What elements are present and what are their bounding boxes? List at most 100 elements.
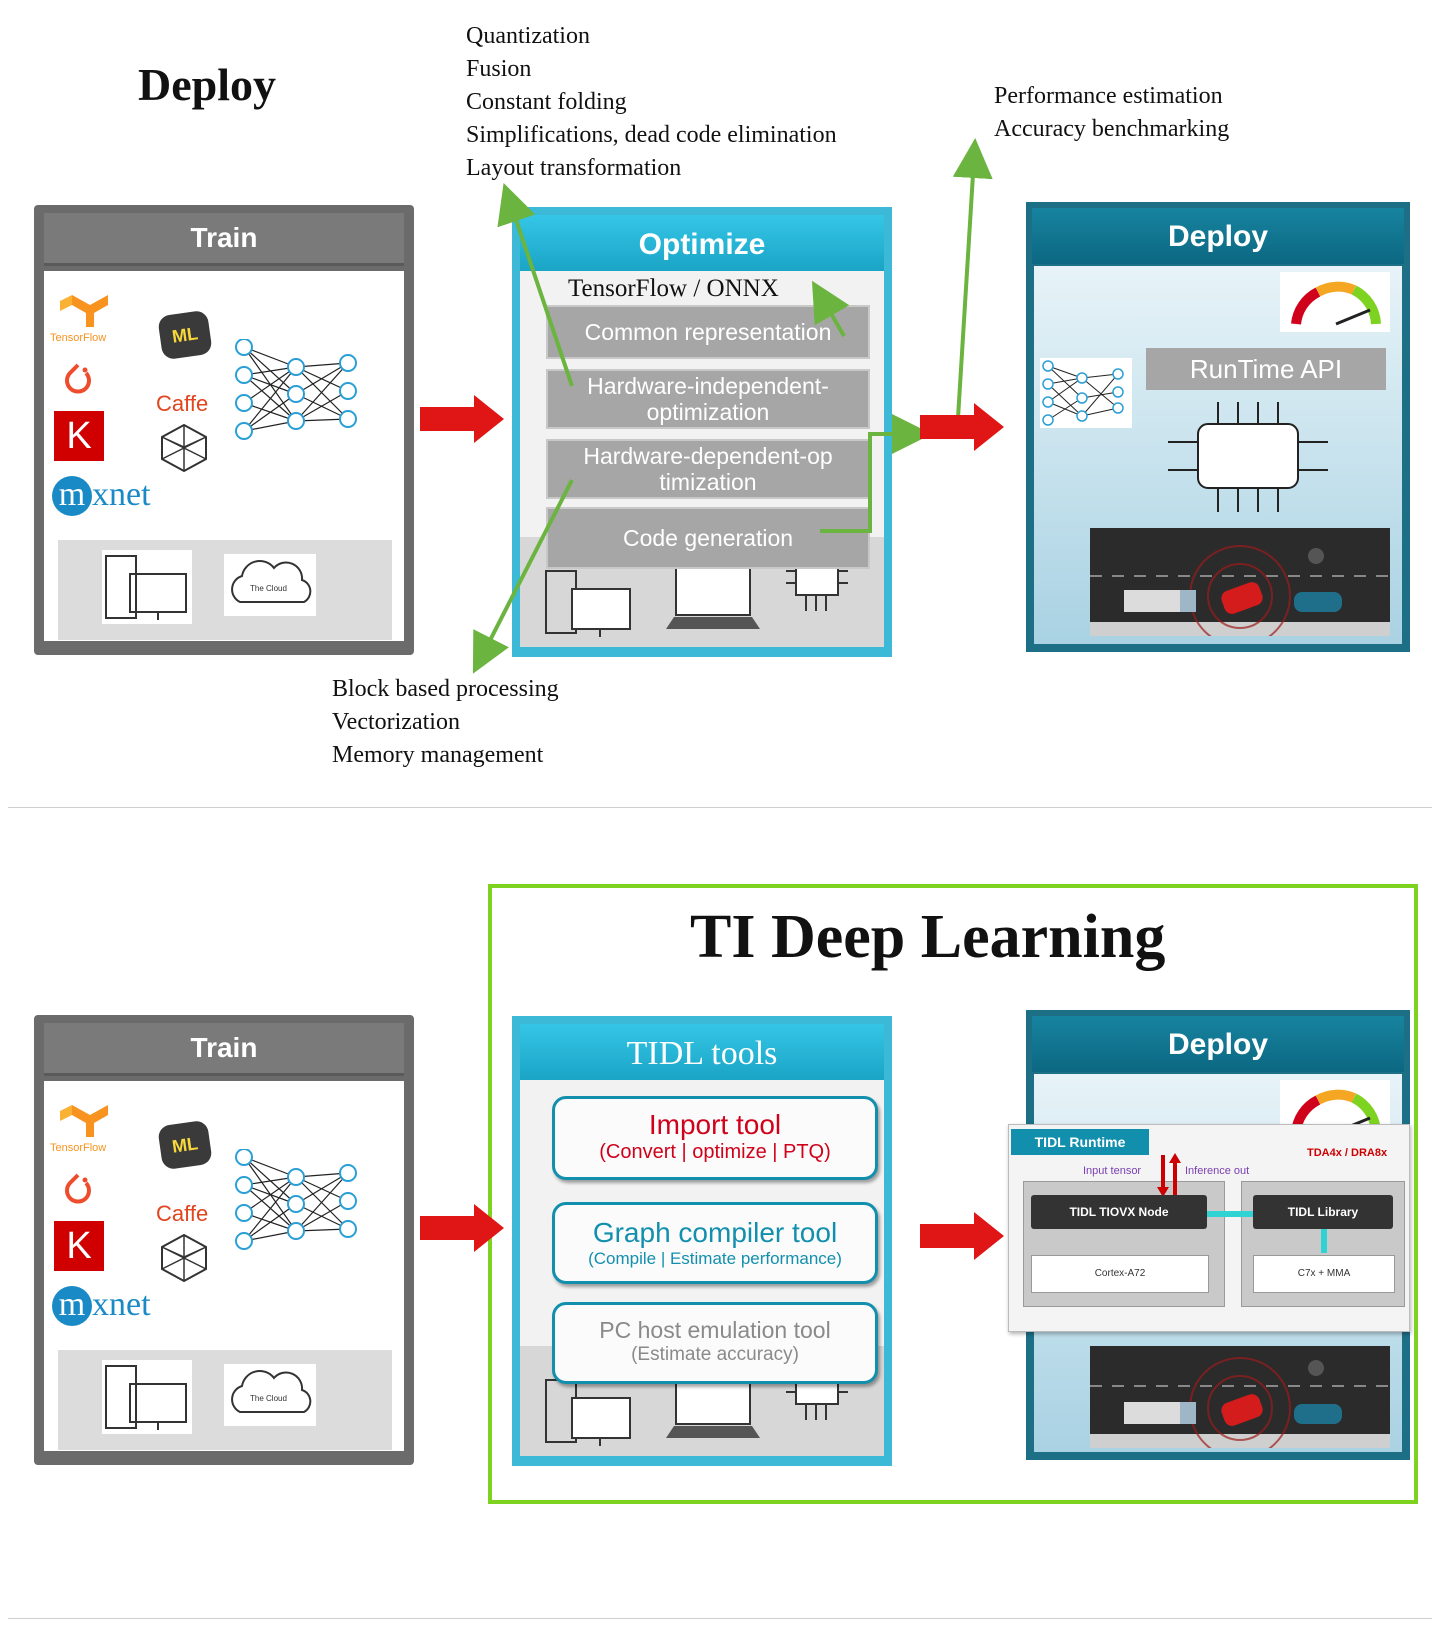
deploy-body: RunTime API (1034, 266, 1402, 644)
bottom-divider (8, 1618, 1432, 1619)
tensorflow-logo: TensorFlow (50, 1101, 120, 1154)
caffe-label: Caffe (156, 391, 209, 416)
ti-deep-learning-frame (488, 884, 1418, 1504)
import-tool-subtitle: (Convert | optimize | PTQ) (599, 1141, 831, 1163)
tensorflow-label: TensorFlow (50, 332, 107, 344)
io-arrows-icon (1157, 1153, 1181, 1197)
step-hw-independent-label: Hardware-independent-optimization (587, 373, 829, 425)
caffe-label: Caffe (156, 1201, 209, 1226)
annotation-arrow (820, 414, 932, 533)
flow-arrow-icon (920, 403, 1004, 451)
coreml-badge: ML (157, 1119, 213, 1171)
mxnet-m: m (52, 476, 92, 516)
optimization-item: Simplifications, dead code elimination (466, 122, 837, 148)
desktop-computer-icon (102, 1360, 192, 1434)
codegen-list: Block based processing Vectorization Mem… (332, 673, 559, 772)
codegen-item: Vectorization (332, 709, 460, 735)
flow-arrow-icon (420, 395, 504, 443)
step-hw-independent: Hardware-independent-optimization (546, 369, 870, 429)
desktop-computer-icon (545, 1379, 631, 1446)
tidl-library-node: TIDL Library (1253, 1195, 1393, 1229)
mxnet-m: m (52, 1286, 92, 1326)
tidl-tools-panel: TIDL tools Import tool (Convert | optimi… (512, 1016, 892, 1466)
annotation-arrow (497, 183, 574, 387)
train-hardware-area: The Cloud (58, 1350, 392, 1450)
graph-compiler-tool-box: Graph compiler tool (Compile | Estimate … (552, 1202, 878, 1284)
inference-out-label: Inference out (1185, 1165, 1250, 1177)
step-hw-dependent: Hardware-dependent-optimization (546, 439, 870, 499)
pc-emulation-subtitle: (Estimate accuracy) (631, 1344, 799, 1365)
top-title: Deploy (138, 59, 276, 110)
train-header: Train (44, 213, 404, 266)
estimation-item: Performance estimation (994, 83, 1223, 109)
annotation-arrows (472, 138, 993, 674)
pc-emulation-tool-box: PC host emulation tool (Estimate accurac… (552, 1302, 878, 1384)
annotation-arrow (472, 479, 574, 674)
runtime-api-box: RunTime API (1146, 348, 1386, 390)
library-connector (1321, 1229, 1327, 1253)
cortex-a72-box: Cortex-A72 (1031, 1255, 1209, 1293)
section-divider (8, 807, 1432, 808)
optimize-subheader: TensorFlow / ONNX (568, 275, 779, 302)
mxnet-text: xnet (92, 1286, 151, 1323)
step-hw-dependent-label: Hardware-dependent-optimization (583, 443, 833, 495)
neural-network-icon (235, 1149, 357, 1250)
optimization-item: Quantization (466, 23, 590, 49)
polyhedron-icon (156, 1233, 212, 1288)
tidl-runtime-diagram: TIDL Runtime TDA4x / DRA8x Input tensor … (1008, 1124, 1410, 1332)
bottom-title: TI Deep Learning (690, 903, 1166, 971)
speedometer-icon (1280, 272, 1390, 332)
deploy-panel: Deploy RunTime API (1026, 202, 1410, 652)
keras-logo: K (54, 411, 104, 461)
tensorflow-logo: TensorFlow (50, 291, 120, 344)
tensorflow-icon (60, 295, 108, 327)
car-radar-icon (1090, 1346, 1390, 1448)
neural-network-icon (235, 339, 357, 440)
cloud-label: The Cloud (250, 1394, 287, 1403)
flow-arrow-icon (420, 1204, 504, 1252)
soc-label: TDA4x / DRA8x (1307, 1147, 1388, 1159)
c7x-mma-box: C7x + MMA (1253, 1255, 1395, 1293)
deploy-header: Deploy (1032, 1016, 1404, 1072)
neural-network-icon (1040, 358, 1132, 428)
codegen-item: Memory management (332, 742, 544, 768)
tidl-tools-header: TIDL tools (520, 1024, 884, 1080)
train-header: Train (44, 1023, 404, 1076)
car-radar-icon (1090, 528, 1390, 636)
estimation-item: Accuracy benchmarking (994, 116, 1230, 142)
import-tool-title: Import tool (648, 1109, 782, 1140)
processor-chip-icon (1168, 402, 1328, 512)
keras-logo: K (54, 1221, 104, 1271)
optimization-item: Fusion (466, 56, 532, 82)
flow-arrow-icon (920, 1212, 1004, 1260)
polyhedron-icon (156, 423, 212, 478)
optimize-panel: Optimize TensorFlow / ONNX Common repres… (512, 207, 892, 657)
cloud-label: The Cloud (250, 584, 287, 593)
optimization-item: Layout transformation (466, 155, 682, 181)
road-scene (1090, 1346, 1390, 1448)
cloud-icon: The Cloud (224, 1364, 316, 1426)
road-scene (1090, 528, 1390, 636)
desktop-computer-icon (545, 570, 631, 637)
annotation-arrow (952, 138, 993, 419)
optimize-header: Optimize (520, 215, 884, 271)
input-tensor-label: Input tensor (1083, 1165, 1142, 1177)
pytorch-icon (58, 1169, 98, 1214)
tidl-runtime-tab: TIDL Runtime (1011, 1129, 1149, 1155)
desktop-computer-icon (102, 550, 192, 624)
import-tool-box: Import tool (Convert | optimize | PTQ) (552, 1096, 878, 1180)
pytorch-icon (58, 359, 98, 404)
tidl-tiovx-node: TIDL TIOVX Node (1031, 1195, 1207, 1229)
graph-compiler-subtitle: (Compile | Estimate performance) (588, 1249, 842, 1268)
mxnet-text: xnet (92, 476, 151, 513)
train-hardware-area: The Cloud (58, 540, 392, 640)
cloud-icon: The Cloud (224, 554, 316, 616)
estimation-list: Performance estimation Accuracy benchmar… (994, 80, 1229, 146)
tensorflow-label: TensorFlow (50, 1142, 107, 1154)
tensorflow-icon (60, 1105, 108, 1137)
graph-compiler-title: Graph compiler tool (592, 1217, 838, 1248)
